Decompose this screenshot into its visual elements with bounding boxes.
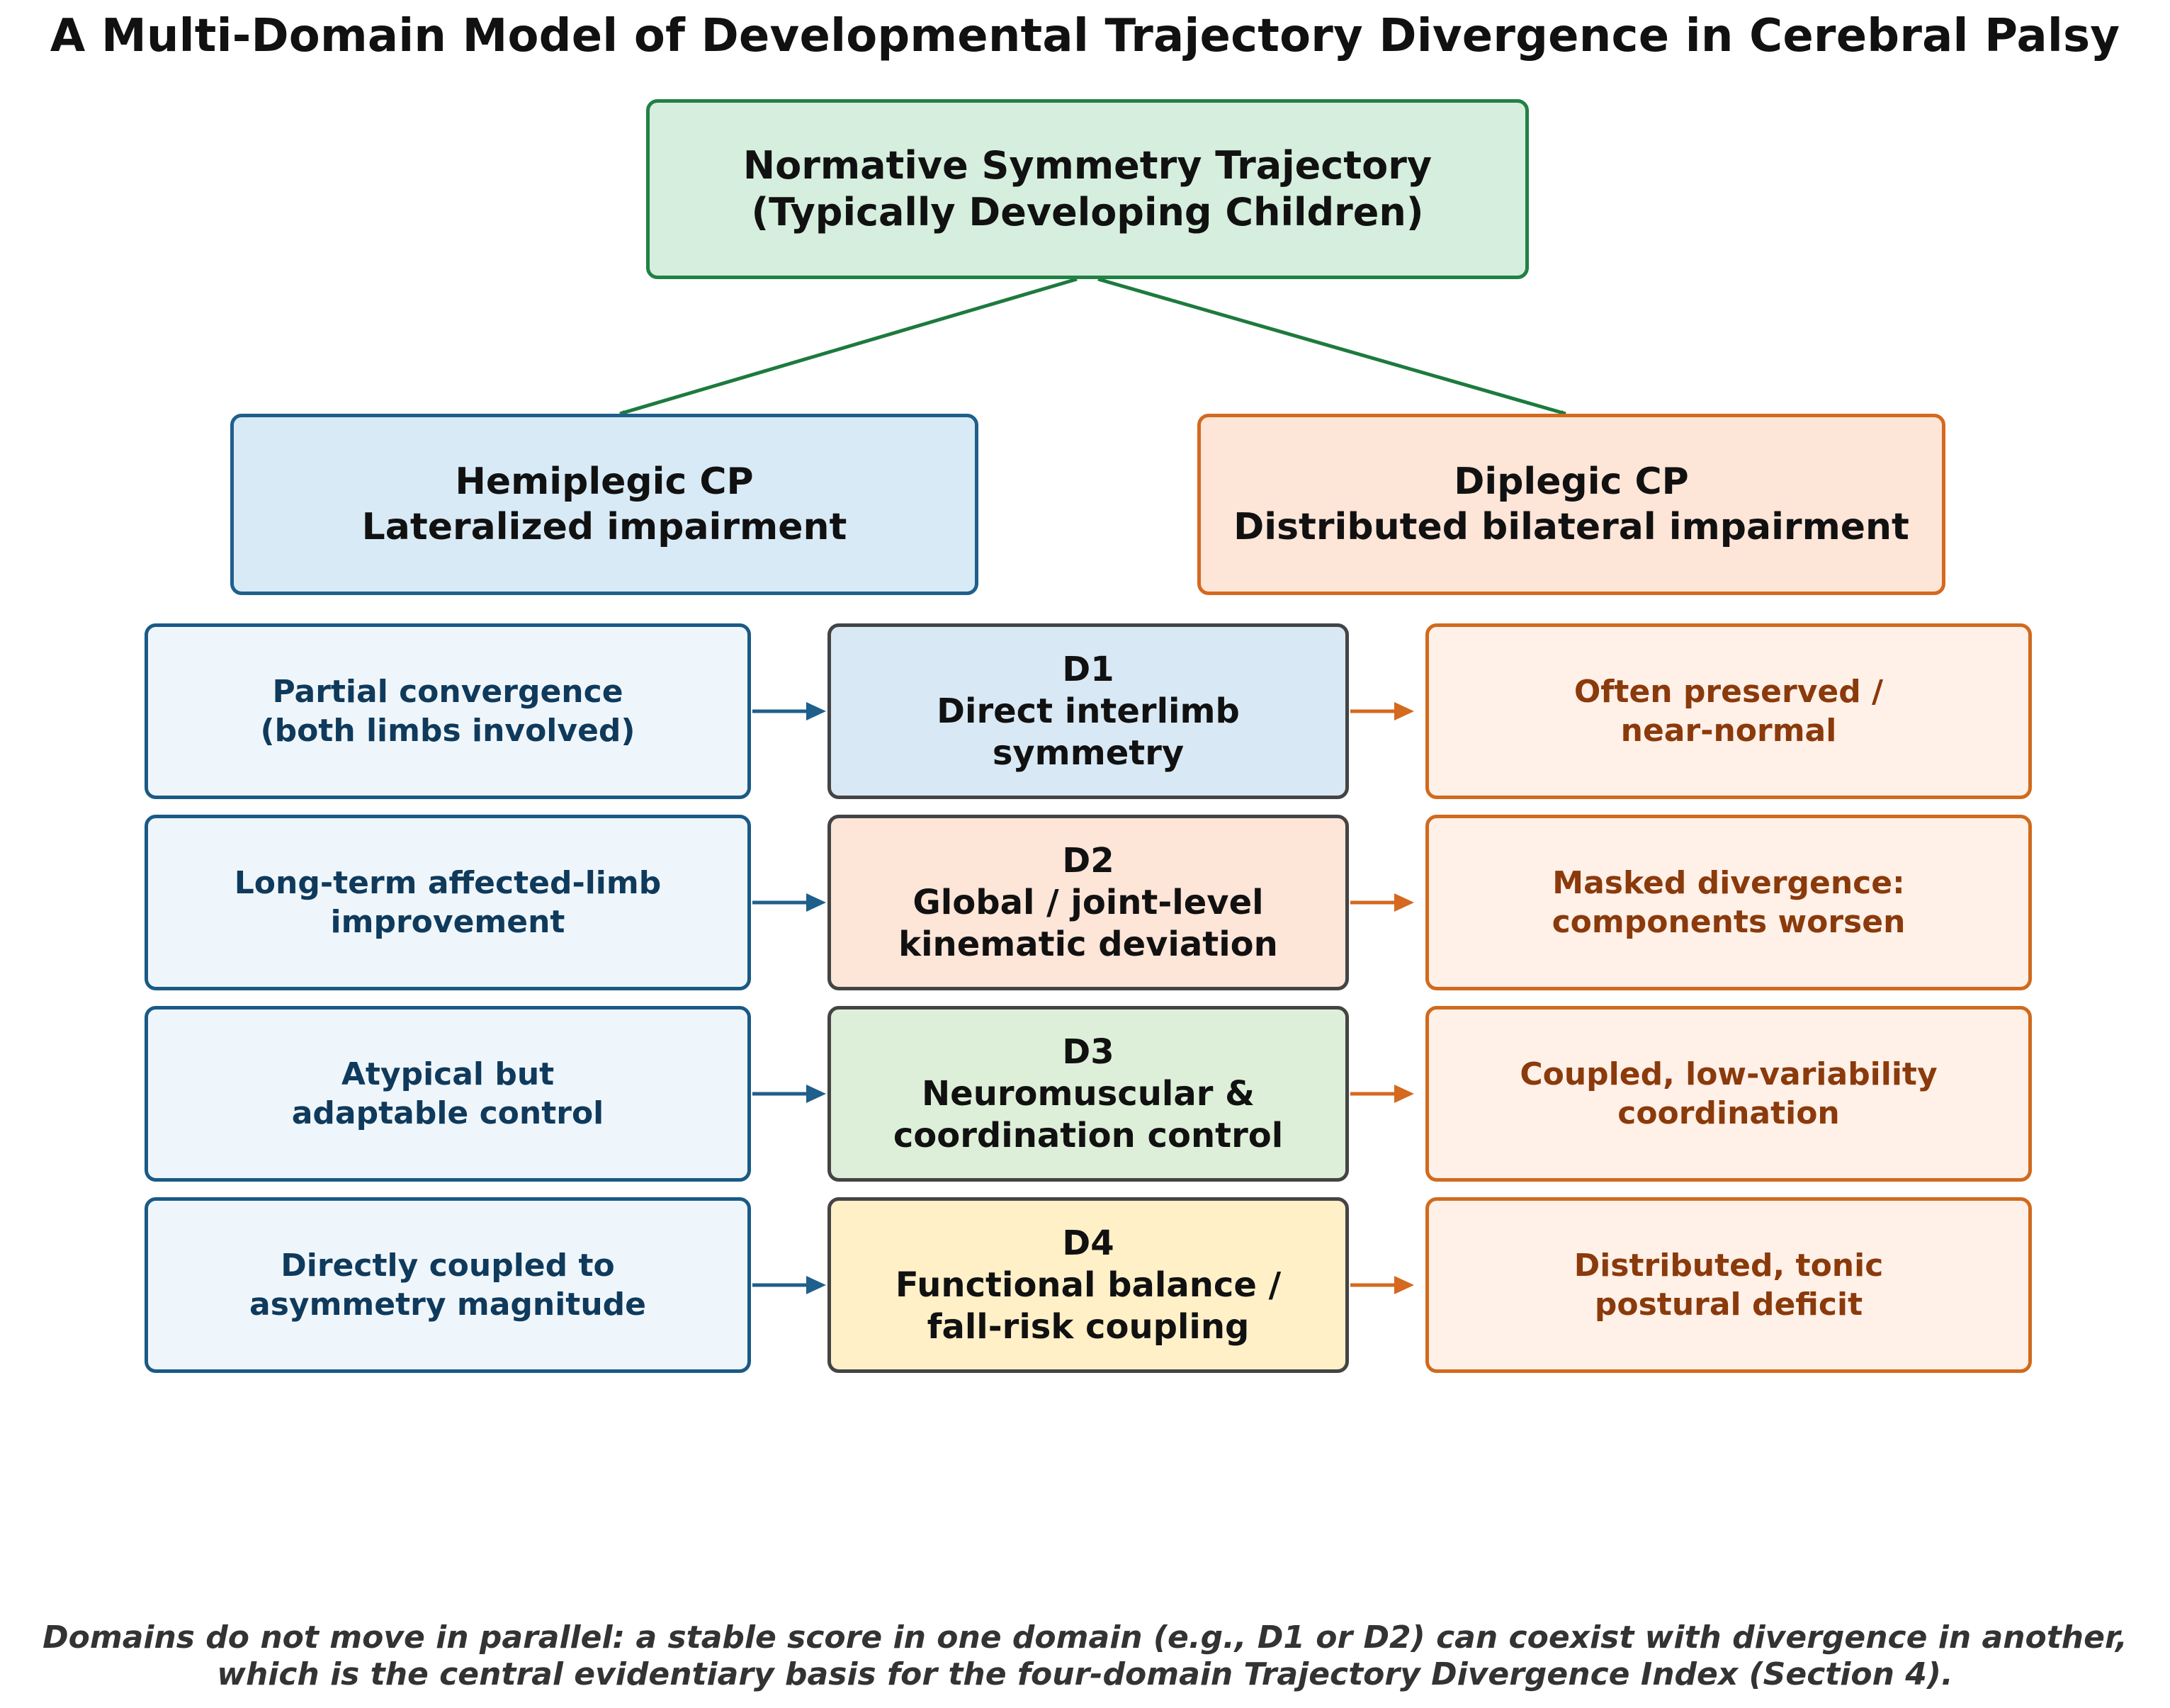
domain-node-d2-line3: kinematic deviation [898,924,1278,964]
domain-node-d3-line1: D3 [1062,1031,1114,1072]
diplegic-node-line1: Diplegic CP [1454,460,1689,503]
normative-node-line2: (Typically Developing Children) [751,190,1424,234]
domain-node-d4-line1: D4 [1062,1223,1114,1263]
domain-node-d2-line2: Global / joint-level [912,882,1264,922]
diplegic-outcome-d2-line1: Masked divergence: [1552,865,1905,901]
hemiplegic-outcome-d2-line2: improvement [330,904,565,940]
domain-node-d4-line2: Functional balance / [895,1265,1282,1305]
normative-node-line1: Normative Symmetry Trajectory [742,143,1432,188]
hemiplegic-outcome-d3-line1: Atypical but [341,1056,555,1092]
diplegic-outcome-d2: Masked divergence:components worsen [1425,815,2032,990]
arrow-d4-to-diplegic-head [1394,1276,1414,1294]
diplegic-outcome-d1-line1: Often preserved / [1573,674,1884,710]
hemiplegic-outcome-d4-line2: asymmetry magnitude [249,1286,646,1323]
hemiplegic-node-line2: Lateralized impairment [361,506,847,548]
arrow-hemiplegic-to-d1-head [806,702,826,720]
hemiplegic-outcome-d1-line2: (both limbs involved) [260,713,635,749]
hemiplegic-outcome-d1-line1: Partial convergence [272,674,623,710]
diagram-title: A Multi-Domain Model of Developmental Tr… [50,10,2120,62]
diplegic-outcome-d3-line2: coordination [1617,1095,1840,1131]
domain-node-d1-line2: Direct interlimb [937,691,1240,731]
hemiplegic-cp-node: Hemiplegic CP Lateralized impairment [230,414,978,595]
diplegic-outcome-d1-line2: near-normal [1620,713,1837,749]
domain-node-d2-line1: D2 [1062,840,1114,881]
hemiplegic-outcome-d3-line2: adaptable control [291,1095,604,1131]
domain-node-d4-line3: fall-risk coupling [927,1306,1250,1347]
diplegic-outcome-d2-line2: components worsen [1552,904,1906,940]
footnote-line1: Domains do not move in parallel: a stabl… [43,1619,2127,1656]
hemiplegic-outcome-d1: Partial convergence(both limbs involved) [145,623,751,799]
diplegic-node-line2: Distributed bilateral impairment [1233,506,1909,548]
domain-node-d1-line3: symmetry [992,733,1185,773]
diplegic-outcome-d4-line1: Distributed, tonic [1573,1248,1884,1284]
footnote-line2: which is the central evidentiary basis f… [217,1656,1953,1692]
diplegic-outcome-d3-line1: Coupled, low-variability [1520,1056,1938,1092]
arrow-hemiplegic-to-d2-head [806,893,826,912]
arrow-normative-to-hemiplegic [619,277,1078,416]
hemiplegic-outcome-d4-line1: Directly coupled to [281,1248,615,1284]
domain-node-d3-line2: Neuromuscular & [921,1073,1255,1114]
diplegic-cp-node: Diplegic CP Distributed bilateral impair… [1197,414,1945,595]
arrow-d1-to-diplegic-head [1394,702,1414,720]
arrow-d3-to-diplegic-head [1394,1085,1414,1103]
domain-node-d1-line1: D1 [1062,649,1114,689]
arrow-normative-to-diplegic [1097,277,1566,416]
domain-node-d3-line3: coordination control [893,1115,1284,1155]
hemiplegic-node-line1: Hemiplegic CP [455,460,754,503]
arrow-hemiplegic-to-d4-head [806,1276,826,1294]
hemiplegic-outcome-d2-line1: Long-term affected-limb [234,865,662,901]
arrow-hemiplegic-to-d3-head [806,1085,826,1103]
normative-trajectory-node: Normative Symmetry Trajectory (Typically… [646,99,1529,279]
diplegic-outcome-d1: Often preserved /near-normal [1425,623,2032,799]
diplegic-outcome-d4-line2: postural deficit [1594,1286,1863,1323]
arrow-d2-to-diplegic-head [1394,893,1414,912]
